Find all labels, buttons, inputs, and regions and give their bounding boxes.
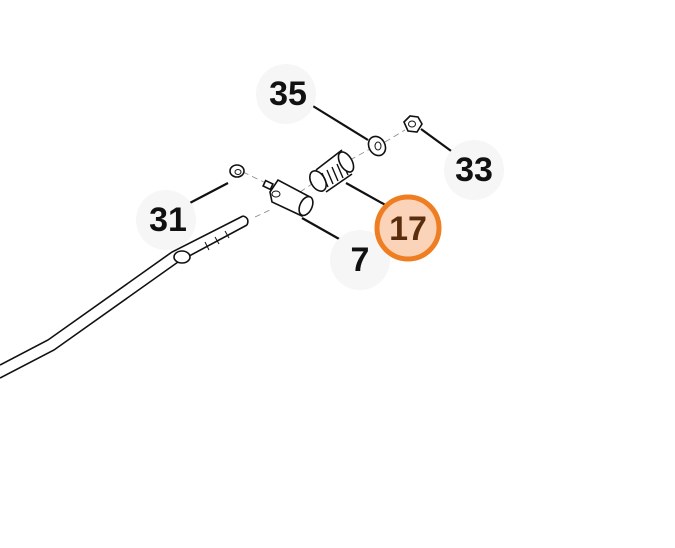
part-31-nut[interactable] [229, 164, 245, 178]
callout-7[interactable]: 7 [330, 230, 390, 290]
part-7-fitting[interactable] [262, 178, 316, 218]
callout-17-highlighted[interactable]: 17 [374, 194, 442, 262]
part-35-washer[interactable] [365, 133, 389, 158]
callout-31[interactable]: 31 [136, 190, 196, 250]
callout-label: 33 [455, 151, 493, 189]
callout-label: 17 [389, 210, 427, 248]
part-17-spring[interactable] [306, 149, 356, 194]
part-33-nut[interactable] [403, 115, 423, 133]
control-rod [0, 215, 249, 379]
callout-label: 7 [351, 241, 370, 279]
callout-label: 35 [269, 75, 307, 113]
callout-label: 31 [149, 201, 187, 239]
callout-35[interactable]: 35 [256, 64, 316, 124]
callout-33[interactable]: 33 [444, 140, 504, 200]
assembly-axis-lines [242, 129, 406, 218]
